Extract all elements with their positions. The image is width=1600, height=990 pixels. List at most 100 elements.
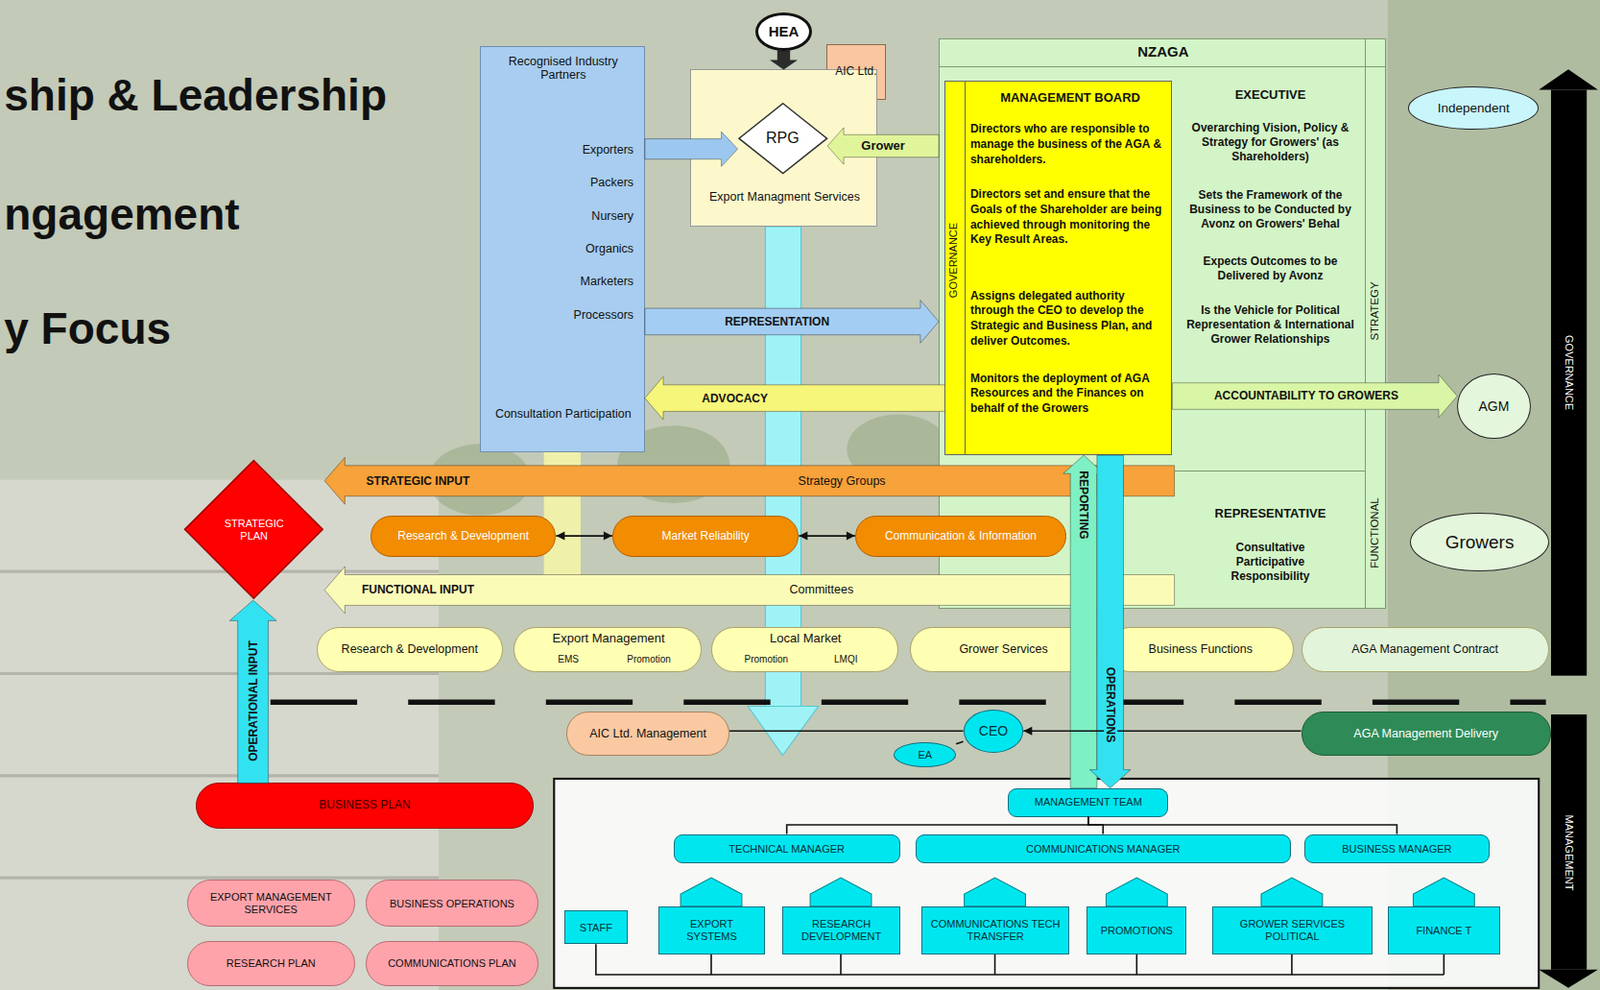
connector (770, 50, 798, 70)
up-chevron (964, 877, 1027, 907)
node-text: Is the Vehicle for Political Representat… (1178, 303, 1362, 347)
connector-line (1023, 729, 1301, 732)
function-box: PROMOTIONS (1086, 906, 1187, 955)
node-text: Directors who are responsible to manage … (970, 121, 1171, 168)
node-text: Exporters (480, 143, 634, 157)
connector-line (1088, 816, 1398, 835)
arrow-head (798, 531, 808, 541)
node-text: Communication & Information (884, 529, 1037, 544)
plan-pill: BUSINESS PLAN (195, 782, 534, 829)
connector-line (555, 534, 613, 537)
node-text: Organics (480, 241, 634, 256)
slide-heading: y Focus (3, 302, 171, 356)
arrow-note: Strategy Groups (795, 473, 889, 488)
partner-panel: Recognised Industry PartnersExportersPac… (479, 46, 645, 453)
plan-box: COMMUNICATIONS PLAN (365, 940, 540, 986)
crate-planks (0, 571, 439, 878)
block-arrow (1089, 454, 1131, 789)
input-chevron (530, 467, 595, 480)
connector (955, 740, 964, 744)
edge-label: OPERATIONS (1102, 664, 1117, 745)
connector (1063, 454, 1105, 789)
block-arrow (1063, 454, 1105, 789)
node-text: Expects Outcomes to be Delivered by Avon… (1178, 254, 1362, 284)
connector (729, 730, 964, 732)
arrow-head (603, 531, 613, 541)
node-text: Export Managment Services (691, 190, 880, 204)
node-text: Nursery (480, 209, 634, 223)
block-arrow (827, 127, 939, 165)
slide-heading: ship & Leadership (3, 69, 387, 122)
plan-box: RESEARCH PLAN (187, 940, 356, 986)
board-box: MANAGEMENT BOARD Directors who are respon… (944, 80, 1172, 455)
connector (644, 300, 939, 344)
strategy-group: Research & Development (370, 515, 556, 558)
node-text: Market Reliability (661, 529, 749, 544)
node-text: MANAGEMENT TEAM (1034, 795, 1143, 809)
connector-line (787, 816, 1089, 835)
node-text: EXECUTIVE (1174, 87, 1367, 103)
side-label: GOVERNANCE (947, 219, 960, 301)
slide-heading: ngagement (3, 188, 239, 241)
side-label: FUNCTIONAL (1368, 494, 1383, 571)
connector-line (955, 740, 964, 744)
committee-pill: AGA Management Contract (1301, 626, 1550, 672)
edge-label: ACCOUNTABILITY TO GROWERS (1211, 388, 1402, 403)
arrow-head (1023, 726, 1032, 736)
node-text: Growers (1445, 531, 1515, 553)
arrow-head (846, 531, 856, 541)
node-text: MANAGEMENT BOARD (968, 90, 1173, 107)
node-text: STAFF (579, 921, 613, 934)
edge-label: OPERATIONAL INPUT (245, 637, 260, 765)
stakeholder-ellipse: Growers (1409, 512, 1550, 573)
node-text: Marketers (480, 274, 634, 288)
node-text: Directors set and ensure that the Goals … (970, 187, 1171, 247)
manager-box: COMMUNICATIONS MANAGER (915, 834, 1291, 864)
node-text: Business Functions (1148, 642, 1253, 656)
node-text: COMMUNICATIONS TECH TRANSFER (928, 917, 1062, 942)
manager-box: MANAGEMENT TEAM (1007, 788, 1169, 817)
node-text: Consultation Participation (480, 406, 646, 421)
node-text: RESEARCH PLAN (226, 956, 316, 970)
node-text: Processors (480, 308, 634, 322)
bar-label: GOVERNANCE (1561, 332, 1575, 413)
committee-pill: Business Functions (1107, 626, 1295, 672)
node-text: EXPORT SYSTEMS (665, 917, 759, 942)
node-text: BUSINESS MANAGER (1341, 842, 1452, 856)
node-text: Research & Development (341, 642, 478, 656)
node-text: Promotion (726, 653, 807, 665)
connector (1023, 726, 1301, 736)
node-text: Consultative Participative Responsibilit… (1209, 540, 1333, 584)
flow-band-head (747, 706, 818, 756)
executive-panel: EXECUTIVEOverarching Vision, Policy & St… (1174, 82, 1367, 379)
function-box: GROWER SERVICES POLITICAL (1212, 906, 1373, 955)
connector (1089, 454, 1131, 789)
management-pill: AIC Ltd. Management (566, 711, 730, 756)
up-chevron (1261, 877, 1323, 907)
plan-box: BUSINESS OPERATIONS (365, 879, 540, 927)
block-arrow (324, 566, 1175, 614)
function-box: FINANCE T (1387, 906, 1501, 955)
edge-label: STRATEGIC INPUT (363, 474, 474, 488)
node-text: EA (917, 748, 932, 762)
node-text: BUSINESS OPERATIONS (389, 897, 515, 910)
node-text: EXPORT MANAGEMENT SERVICES (193, 890, 349, 915)
connector (324, 566, 1175, 614)
governance-bar-head (1538, 69, 1599, 90)
stakeholder-ellipse: AGM (1456, 373, 1531, 439)
arrow-head (555, 531, 565, 541)
entity-circle: HEA (755, 12, 813, 51)
up-chevron (680, 877, 742, 907)
role-circle: CEO (963, 709, 1025, 753)
node-text: AIC Ltd. Management (589, 726, 707, 741)
node-text: Export Management (514, 630, 704, 645)
block-arrow (644, 376, 946, 420)
manager-box: BUSINESS MANAGER (1304, 834, 1490, 864)
governance-bar (1551, 90, 1587, 676)
connector (644, 131, 739, 167)
node-text: Independent (1437, 100, 1510, 117)
committee-pill: Local MarketPromotionLMQI (711, 626, 899, 672)
node-text: PROMOTIONS (1100, 924, 1173, 937)
